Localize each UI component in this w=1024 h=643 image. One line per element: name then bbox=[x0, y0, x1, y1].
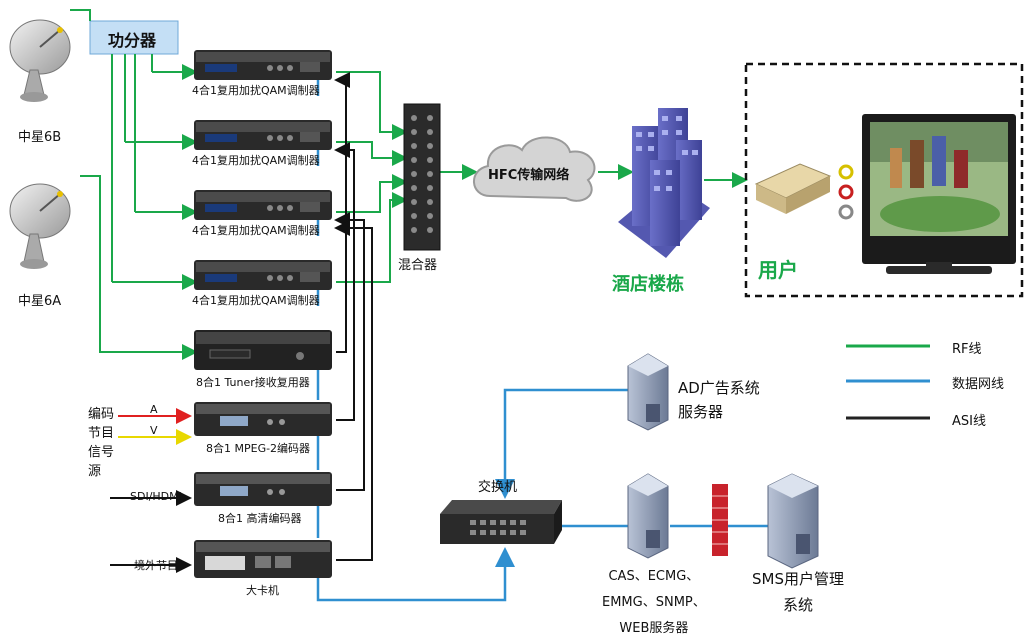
device-label-qam-2: 4合1复用加扰QAM调制器 bbox=[192, 154, 320, 167]
hotel-building-icon bbox=[618, 108, 710, 258]
source-label: 编码 节目 信号 源 bbox=[88, 407, 115, 479]
hotel-label: 酒店楼栋 bbox=[612, 274, 684, 295]
satellite-dish-6b-icon bbox=[9, 19, 71, 102]
satellite-6a-label: 中星6A bbox=[18, 294, 62, 309]
hfc-label: HFC传输网络 bbox=[488, 168, 570, 183]
device-label-qam-3: 4合1复用加扰QAM调制器 bbox=[192, 224, 320, 237]
satellite-dish-6a-icon bbox=[9, 183, 71, 269]
asi-lines bbox=[110, 72, 373, 573]
firewall-icon bbox=[712, 484, 728, 556]
mixer-icon bbox=[403, 103, 441, 251]
mixer-label: 混合器 bbox=[398, 258, 438, 273]
sms-server-icon bbox=[767, 473, 819, 569]
video-label: V bbox=[150, 424, 158, 437]
rf-lines bbox=[70, 9, 748, 360]
sdi-hdmi-label: SDI/HDMI bbox=[130, 490, 182, 503]
tv-icon bbox=[862, 114, 1016, 274]
audio-label: A bbox=[150, 403, 158, 416]
satellite-6b-label: 中星6B bbox=[18, 130, 62, 145]
switch-label: 交换机 bbox=[478, 480, 518, 495]
device-label-hd-encoder: 8合1 高清编码器 bbox=[218, 512, 302, 525]
cas-server-icon bbox=[627, 473, 669, 559]
overseas-label: 境外节目 bbox=[134, 559, 178, 572]
legend-asi-label: ASI线 bbox=[952, 414, 986, 429]
legend-rf-label: RF线 bbox=[952, 342, 982, 357]
ad-server-label: AD广告系统 服务器 bbox=[678, 379, 760, 421]
sms-server-label: SMS用户管理 系统 bbox=[752, 570, 844, 614]
device-label-tuner: 8合1 Tuner接收复用器 bbox=[196, 376, 310, 389]
device-label-qam-1: 4合1复用加扰QAM调制器 bbox=[192, 84, 320, 97]
user-area-border bbox=[744, 62, 1024, 298]
device-label-qam-4: 4合1复用加扰QAM调制器 bbox=[192, 294, 320, 307]
user-label: 用户 bbox=[758, 258, 798, 282]
ad-server-icon bbox=[627, 353, 669, 431]
hfc-cloud-icon bbox=[473, 136, 596, 202]
device-label-card-machine: 大卡机 bbox=[246, 584, 279, 597]
data-lines bbox=[316, 80, 768, 602]
legend-lines bbox=[846, 344, 930, 420]
legend-data-label: 数据网线 bbox=[952, 377, 1005, 392]
network-switch-icon bbox=[440, 500, 562, 544]
splitter-label: 功分器 bbox=[108, 31, 157, 50]
set-top-box-icon bbox=[754, 163, 832, 214]
splitter-box bbox=[89, 20, 179, 55]
av-connectors-icon bbox=[838, 164, 854, 220]
cas-server-label: CAS、ECMG、 EMMG、SNMP、 WEB服务器 bbox=[602, 569, 706, 636]
device-label-mpeg2: 8合1 MPEG-2编码器 bbox=[206, 442, 311, 455]
rack-devices bbox=[194, 50, 332, 578]
